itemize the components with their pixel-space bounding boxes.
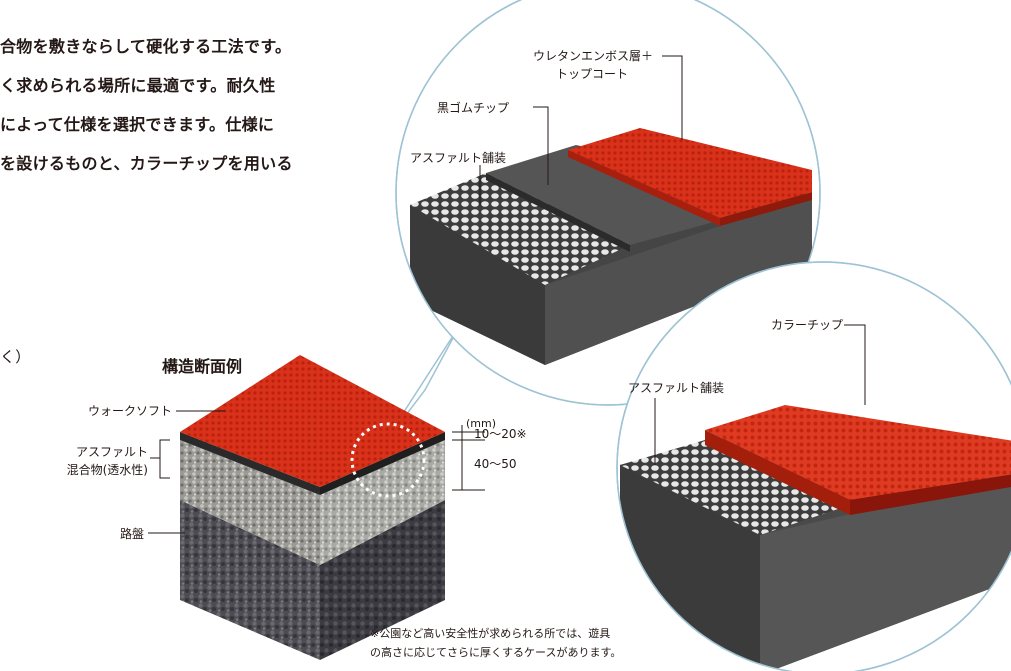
- footnote-line-1: ※公園など高い安全性が求められる所では、遊具: [370, 626, 610, 640]
- label-rubber-chip: 黒ゴムチップ: [437, 100, 509, 115]
- label-surface: ウォークソフト: [88, 404, 172, 418]
- magnifier-circle: [350, 422, 426, 498]
- label-asphalt-1: アスファルト: [76, 445, 148, 459]
- intro-line-4: を設けるものと、カラーチップを用いる: [0, 154, 293, 173]
- footnote-line-2: の高さに応じてさらに厚くするケースがあります。: [370, 645, 621, 659]
- section-leaders: [148, 410, 225, 534]
- label-asphalt-lower: アスファルト舗装: [628, 381, 724, 395]
- upper-leaders: [479, 55, 683, 205]
- thickness-top: 10～20※: [474, 427, 527, 441]
- lower-detail-circle: [616, 261, 1011, 671]
- section-cube: [180, 355, 445, 660]
- intro-line-2: く求められる場所に最適です。耐久性: [0, 76, 276, 95]
- lower-leaders: [654, 324, 866, 465]
- label-asphalt-upper: アスファルト舗装: [410, 151, 506, 165]
- thickness-asphalt: 40～50: [474, 457, 517, 471]
- label-urethane-top-2: トップコート: [556, 67, 628, 81]
- label-color-chip: カラーチップ: [771, 318, 843, 332]
- intro-line-3: によって仕様を選択できます。仕様に: [0, 115, 275, 134]
- label-base: 路盤: [120, 526, 144, 541]
- label-asphalt-2: 混合物(透水性): [67, 462, 148, 477]
- label-urethane-top: ウレタンエンボス層＋: [533, 49, 653, 63]
- section-title: 構造断面例: [162, 357, 242, 376]
- intro-line-1: 合物を敷きならして硬化する工法です。: [0, 37, 292, 56]
- unit-mm: (mm): [466, 417, 496, 430]
- intro-fragment: く）: [0, 348, 31, 366]
- dimension-lines: [452, 425, 485, 491]
